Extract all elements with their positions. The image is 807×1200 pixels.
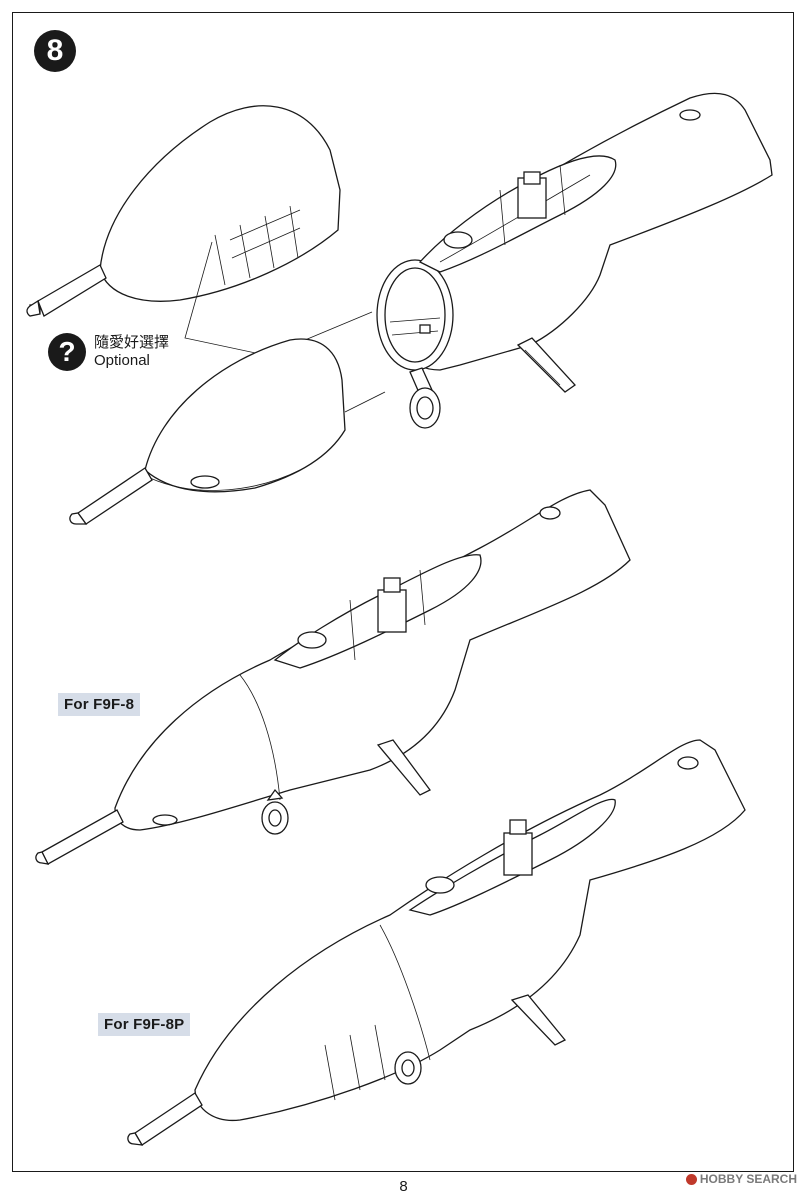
optional-nose-cone-detached xyxy=(26,105,341,317)
watermark: HOBBY SEARCH xyxy=(685,1172,797,1186)
optional-english-label: Optional xyxy=(94,352,150,369)
f9f-8-fuselage xyxy=(35,489,631,865)
page-frame xyxy=(12,12,794,1172)
watermark-text: HOBBY SEARCH xyxy=(699,1172,797,1186)
fuselage-front-section xyxy=(376,92,773,429)
variant-label-f9f-8: For F9F-8 xyxy=(58,693,141,716)
page-number: 8 xyxy=(399,1178,408,1195)
watermark-logo-icon xyxy=(685,1173,697,1185)
optional-note: 隨愛好選擇 Optional xyxy=(94,334,169,370)
nose-cone-assembled xyxy=(69,338,346,525)
optional-question-badge: ? xyxy=(48,333,86,371)
optional-chinese-label: 隨愛好選擇 xyxy=(94,334,170,351)
step-number-badge: 8 xyxy=(34,30,76,72)
variant-label-f9f-8p: For F9F-8P xyxy=(98,1013,191,1036)
f9f-8p-fuselage xyxy=(127,739,746,1146)
